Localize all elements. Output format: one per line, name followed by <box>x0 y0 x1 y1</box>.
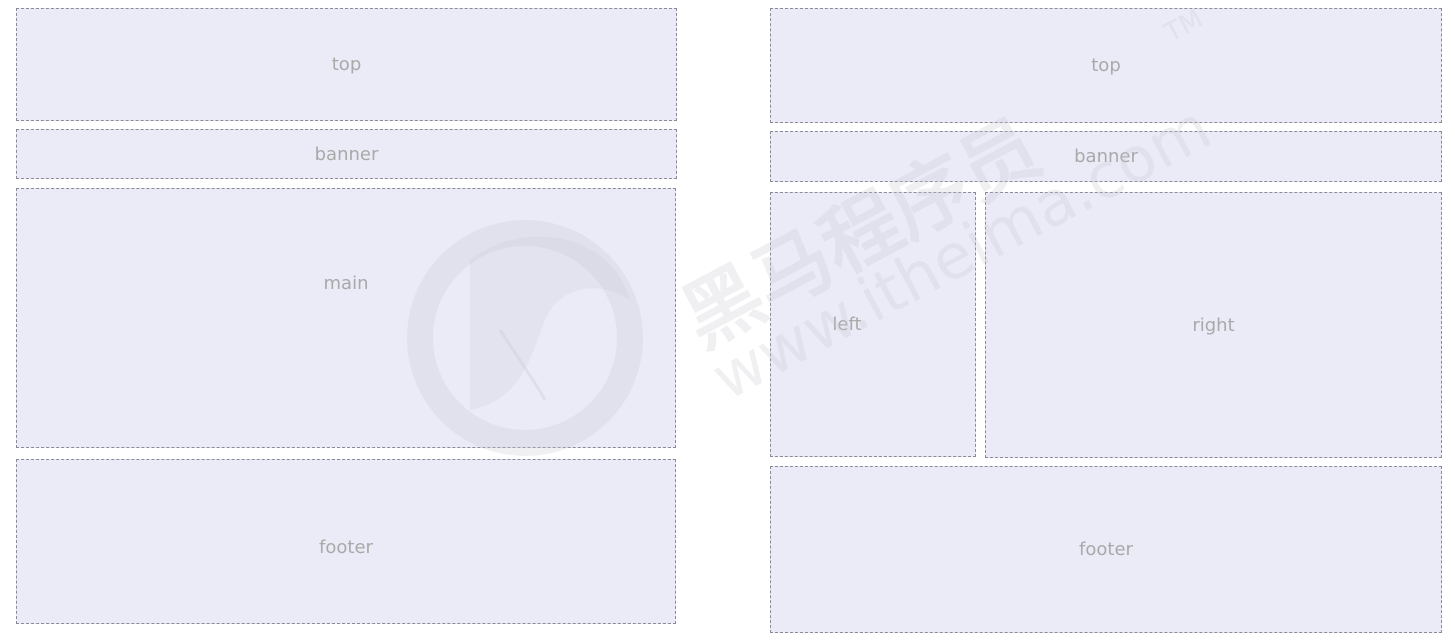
left-main-label: main <box>323 272 369 294</box>
left-footer-box: footer <box>16 459 676 624</box>
left-banner-box: banner <box>16 129 677 179</box>
right-banner-label: banner <box>1074 146 1138 167</box>
left-top-label: top <box>331 54 362 75</box>
right-right-label: right <box>1192 314 1235 336</box>
right-footer-label: footer <box>1079 539 1133 560</box>
left-banner-label: banner <box>314 143 379 165</box>
right-footer-box: footer <box>770 466 1442 633</box>
left-footer-label: footer <box>319 537 373 558</box>
right-left-box: left <box>770 192 976 457</box>
right-banner-box: banner <box>770 131 1442 182</box>
right-top-box: top <box>770 8 1442 123</box>
right-left-label: left <box>832 314 862 335</box>
right-right-box: right <box>985 192 1442 458</box>
left-top-box: top <box>16 8 677 121</box>
right-top-label: top <box>1091 55 1121 76</box>
left-main-box: main <box>16 188 676 448</box>
